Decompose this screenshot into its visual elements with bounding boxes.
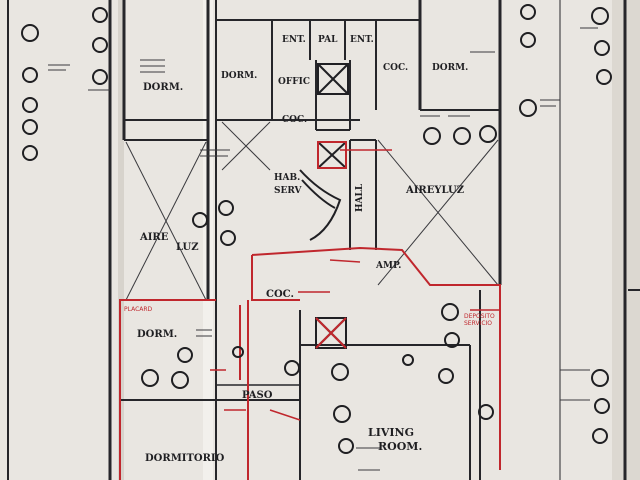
plan-walls <box>7 0 640 480</box>
room-label-dormitorio: DORMITORIO <box>145 453 225 464</box>
handwritten-notes <box>48 27 598 471</box>
room-label-hall: HALL <box>355 183 365 212</box>
room-label-room: ROOM. <box>378 440 422 453</box>
svg-text:DORMITORIO: DORMITORIO <box>145 453 225 464</box>
svg-text:HALL: HALL <box>355 183 365 212</box>
annotation-deposito: DEPOSITO <box>464 313 495 320</box>
room-label-dorm-bottom: DORM. <box>137 329 177 340</box>
red-outline <box>119 141 501 480</box>
room-label-dorm-top: DORM. <box>143 82 183 93</box>
svg-text:COC.: COC. <box>383 63 408 73</box>
svg-text:SERVICIO: SERVICIO <box>464 320 492 327</box>
room-label-dorm-left: DORM. <box>221 71 257 81</box>
svg-text:OFFIC: OFFIC <box>278 77 310 87</box>
room-label-paso: PASO <box>242 390 273 401</box>
room-label-coc-top: COC. <box>383 63 408 73</box>
room-label-offic: OFFIC <box>278 77 310 87</box>
svg-text:HAB.: HAB. <box>274 173 300 183</box>
room-label-airey-luz-right: AIREYLUZ <box>405 185 464 196</box>
fixture-circles <box>21 4 612 454</box>
annotation-placard: PLACARD <box>124 306 153 313</box>
room-label-hab: HAB. <box>274 173 300 183</box>
room-label-ent-right: ENT. <box>350 35 374 45</box>
svg-text:DORM.: DORM. <box>137 329 177 340</box>
svg-text:AIREYLUZ: AIREYLUZ <box>405 185 464 196</box>
room-label-coc-red: COC. <box>266 289 294 300</box>
svg-text:DORM.: DORM. <box>221 71 257 81</box>
room-label-dorm-right: DORM. <box>432 63 468 73</box>
light-shaft-crosses <box>125 121 499 301</box>
room-label-serv: SERV <box>274 186 303 196</box>
red-marks <box>210 149 500 421</box>
room-label-luz-left: LUZ <box>176 242 199 253</box>
room-label-ent-left: ENT. <box>282 35 306 45</box>
room-label-pal: PAL <box>318 35 338 45</box>
room-label-living: LIVING <box>368 426 414 439</box>
room-label-coc-mid: COC. <box>282 115 307 125</box>
fold-shadow-left <box>118 0 124 480</box>
room-label-amp: AMP. <box>375 261 401 271</box>
svg-text:ENT.: ENT. <box>350 35 374 45</box>
svg-text:PAL: PAL <box>318 35 338 45</box>
annotation-servicio: SERVICIO <box>464 320 492 327</box>
svg-text:SERV: SERV <box>274 186 303 196</box>
svg-text:PASO: PASO <box>242 390 273 401</box>
svg-text:DEPOSITO: DEPOSITO <box>464 313 495 320</box>
svg-text:AMP.: AMP. <box>375 261 401 271</box>
svg-text:DORM.: DORM. <box>432 63 468 73</box>
svg-text:AIRE: AIRE <box>139 232 169 243</box>
svg-text:COC.: COC. <box>266 289 294 300</box>
svg-text:LUZ: LUZ <box>176 242 199 253</box>
room-label-aire-left: AIRE <box>139 232 169 243</box>
svg-text:LIVING: LIVING <box>368 426 414 439</box>
svg-text:ROOM.: ROOM. <box>378 440 422 453</box>
svg-text:COC.: COC. <box>282 115 307 125</box>
svg-text:ENT.: ENT. <box>282 35 306 45</box>
svg-text:PLACARD: PLACARD <box>124 306 153 313</box>
svg-text:DORM.: DORM. <box>143 82 183 93</box>
